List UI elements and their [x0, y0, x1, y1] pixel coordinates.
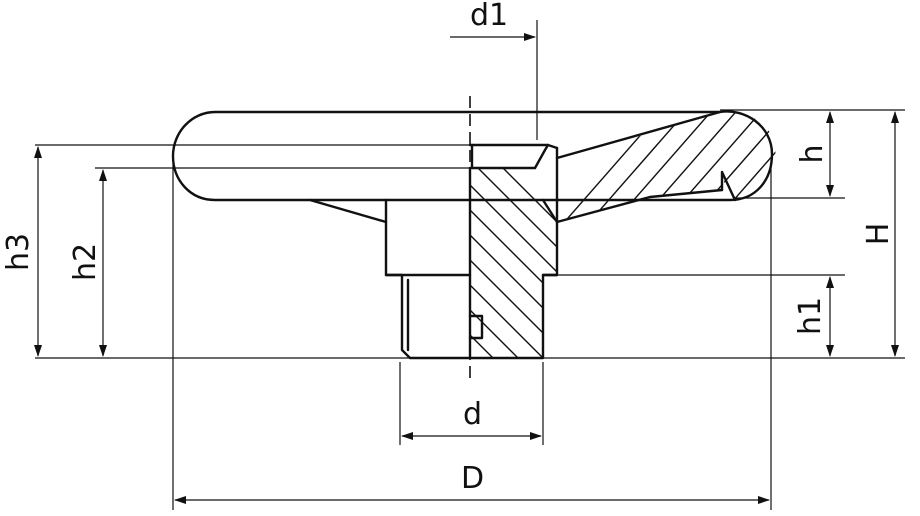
extension-lines	[35, 20, 905, 510]
label-h3: h3	[1, 233, 36, 271]
label-D: D	[461, 461, 484, 496]
dimension-lines	[34, 33, 899, 504]
label-h: h	[795, 144, 830, 163]
wheel-rim	[171, 110, 774, 202]
label-h1: h1	[793, 297, 828, 335]
label-H: H	[861, 223, 896, 246]
spoke	[308, 110, 737, 224]
hub	[384, 146, 559, 360]
section-hatch-rim	[543, 111, 776, 222]
label-d1: d1	[470, 0, 508, 33]
label-h2: h2	[68, 243, 103, 281]
label-d: d	[463, 397, 482, 432]
